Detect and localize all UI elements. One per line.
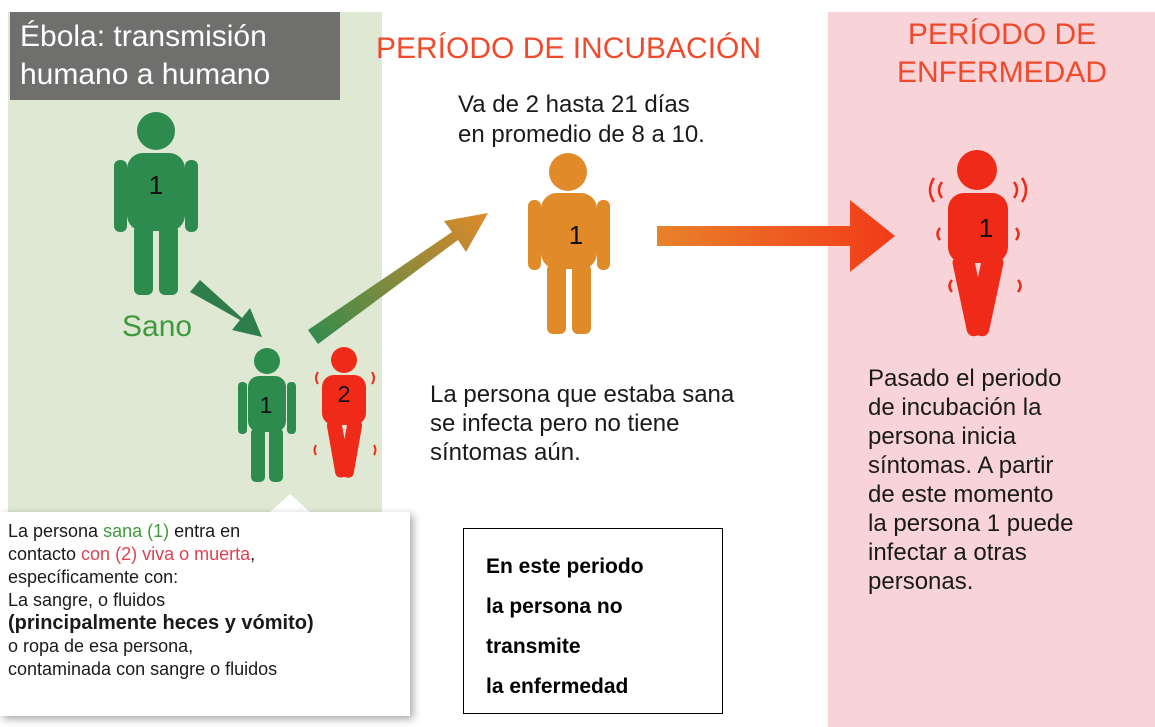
contact-text: , <box>250 544 256 564</box>
contact-text: La persona <box>8 521 104 541</box>
figure-number-label: 2 <box>338 381 351 407</box>
description-line: se infecta pero no tiene <box>430 410 680 437</box>
contact-healthy-person-icon: 1 <box>238 348 296 482</box>
contact-text: entra en <box>169 521 241 541</box>
figure-number-label: 1 <box>979 213 993 243</box>
callout-pointer <box>270 494 310 512</box>
description-line: de este momento <box>868 481 1054 508</box>
illness-description: Pasado el periodo de incubación la perso… <box>868 364 1148 596</box>
figure-number-label: 1 <box>569 220 583 250</box>
illness-background-panel <box>828 12 1155 727</box>
incubating-person-icon: 1 <box>528 153 610 334</box>
contact-line: contaminada con sangre o fluidos <box>8 659 278 679</box>
contact-line-emphasis: (principalmente heces y vómito) <box>8 612 314 634</box>
diagram-title: Ébola: transmisión humano a humano <box>10 12 340 100</box>
sick-person-icon: 1 <box>928 150 1028 337</box>
contact-line: específicamente con: <box>8 567 179 587</box>
no-transmission-note: En este periodo la persona no transmite … <box>463 528 723 714</box>
figure-number-label: 1 <box>149 170 163 200</box>
contact-description-box: La persona sana (1) entra en contacto co… <box>0 512 410 716</box>
description-line: de incubación la <box>868 394 1042 421</box>
sick-contact-person-icon: 2 <box>313 347 377 478</box>
incubation-range-line: Va de 2 hasta 21 días <box>458 91 690 118</box>
progression-arrow <box>657 200 895 272</box>
illness-period-heading: PERÍODO DE ENFERMEDAD <box>896 18 1107 89</box>
description-line: personas. <box>868 568 974 595</box>
healthy-label: Sano <box>122 310 193 343</box>
note-line: la persona no <box>486 595 623 618</box>
contact-arrow <box>190 280 262 337</box>
figure-number-label: 1 <box>260 392 273 418</box>
description-line: infectar a otras <box>868 539 1027 566</box>
sick-highlight: con (2) viva o muerta <box>81 544 251 564</box>
infection-arrow <box>308 213 488 344</box>
healthy-highlight: sana (1) <box>103 521 170 541</box>
infection-description: La persona que estaba sana se infecta pe… <box>430 380 830 467</box>
description-line: La persona que estaba sana <box>430 381 735 408</box>
incubation-range-text: Va de 2 hasta 21 días en promedio de 8 a… <box>458 90 705 150</box>
description-line: persona inicia <box>868 423 1017 450</box>
description-line: síntomas aún. <box>430 439 581 466</box>
description-line: Pasado el periodo <box>868 365 1062 392</box>
description-line: síntomas. A partir <box>868 452 1054 479</box>
note-line: la enfermedad <box>486 675 629 698</box>
contact-line: La sangre, o fluidos <box>8 590 166 610</box>
contact-text: contacto <box>8 544 82 564</box>
incubation-period-heading: PERÍODO DE INCUBACIÓN <box>376 32 762 65</box>
description-line: la persona 1 puede <box>868 510 1074 537</box>
contact-line: o ropa de esa persona, <box>8 636 194 656</box>
incubation-range-line: en promedio de 8 a 10. <box>458 121 705 148</box>
healthy-person-icon: 1 <box>114 112 198 295</box>
note-line: En este periodo <box>486 555 644 578</box>
contact-line: La persona sana (1) entra en <box>8 520 404 543</box>
note-line: transmite <box>486 635 581 658</box>
contact-line: contacto con (2) viva o muerta, <box>8 543 404 566</box>
